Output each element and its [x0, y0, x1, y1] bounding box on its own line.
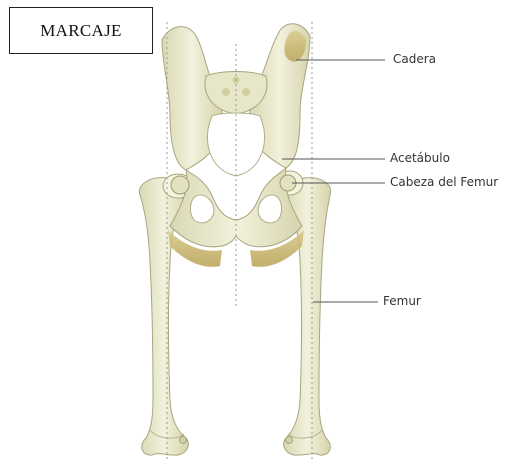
label-cadera: Cadera [393, 52, 436, 66]
label-femur: Femur [383, 294, 421, 308]
title-box: MARCAJE [9, 7, 153, 54]
label-acetabulo: Acetábulo [390, 151, 450, 165]
label-cabeza-femur: Cabeza del Femur [390, 175, 498, 189]
page-title: MARCAJE [40, 21, 121, 41]
